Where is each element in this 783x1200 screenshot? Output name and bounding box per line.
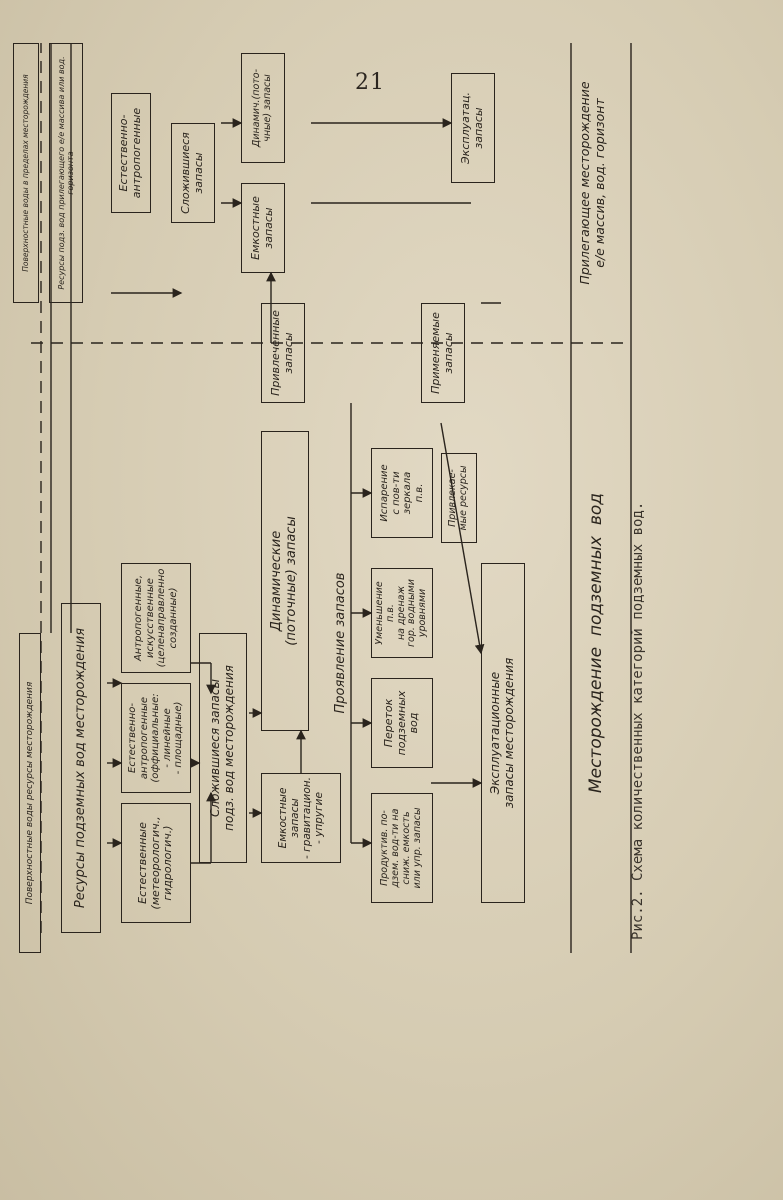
flow-box: Переток подземных вод: [371, 678, 433, 768]
dynamic-box: Динамические (поточные) запасы: [261, 431, 309, 731]
anthropogenic-box: Антропогенные, искусственные (целенаправ…: [121, 563, 191, 673]
exploitation-deposit-box: Эксплуатационные запасы месторождения: [481, 563, 525, 903]
capacity-right-box: Емкостные запасы: [241, 183, 285, 273]
resources-adjacent-label: Ресурсы подз. вод прилегающего е/е масси…: [49, 43, 83, 303]
productive-box: Продуктив. по- дзем. вод-ти на сниж. емк…: [371, 793, 433, 903]
natural-anthropogenic-right-box: Естественно- антропогенные: [111, 93, 151, 213]
formed-deposit-box: Сложившиеся запасы подз. вод месторожден…: [199, 633, 247, 863]
natural-box: Естественные (метеорологич., гидрологич.…: [121, 803, 191, 923]
diagram-canvas: Поверхностные воды ресурсы месторождения…: [11, 23, 651, 983]
connector-lines: [31, 43, 632, 953]
evaporation-box: Испарение с пов-ти зеркала п.в.: [371, 448, 433, 538]
adjacent-deposit-label: Прилегающее месторождение е/е массив, во…: [577, 81, 607, 285]
surface-waters-label: Поверхностные воды ресурсы месторождения: [19, 633, 41, 953]
surface-waters-top-label: Поверхностные воды в пределах месторожде…: [13, 43, 39, 303]
applied-reserves-box: Применяемые запасы: [421, 303, 465, 403]
exploitation-right-box: Эксплуатац. запасы: [451, 73, 495, 183]
natural-anthropogenic-box: Естественно- антропогенные (оффициальные…: [121, 683, 191, 793]
formed-reserves-right-box: Сложившиеся запасы: [171, 123, 215, 223]
attracted-resources-box: Привлекае- мые ресурсы: [441, 453, 477, 543]
page-number: 21: [355, 70, 385, 95]
resources-box: Ресурсы подземных вод месторождения: [61, 603, 101, 933]
attracted-reserves-box: Привлеченные запасы: [261, 303, 305, 403]
drainage-decrease-box: Уменьшение п.в. на дренаж гор. водными у…: [371, 568, 433, 658]
capacity-box: Емкостные запасы - гравитацион. - упруги…: [261, 773, 341, 863]
figure-caption: Рис.2. Схема количественных категорий по…: [630, 501, 646, 940]
deposit-label: Месторождение подземных вод: [586, 492, 606, 794]
manifestation-label: Проявление запасов: [333, 572, 348, 714]
dynamic-right-box: Динамич.(пото- чные) запасы: [241, 53, 285, 163]
